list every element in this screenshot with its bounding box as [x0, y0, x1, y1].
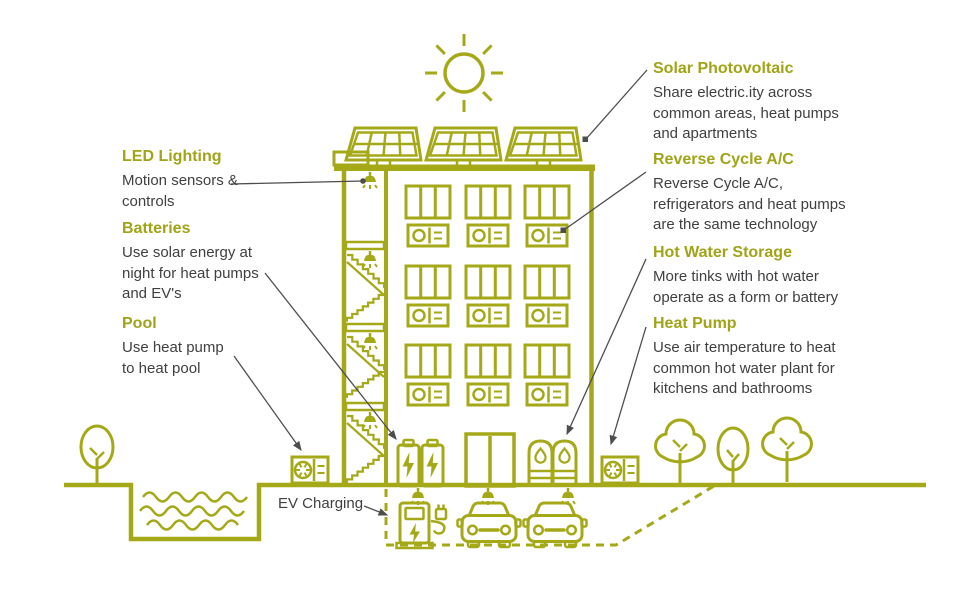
floor-slab — [344, 322, 386, 333]
leader-ev-charging — [363, 505, 389, 516]
callout-title: Hot Water Storage — [653, 244, 792, 261]
solar-panel-icon — [344, 126, 423, 169]
solar-panel-icon — [424, 126, 503, 169]
leader-pool — [233, 355, 302, 452]
callout-title: LED Lighting — [122, 148, 222, 165]
callout-body: Reverse Cycle A/C, refrigerators and hea… — [653, 175, 846, 233]
window-icon — [464, 264, 512, 300]
callout-title: EV Charging — [278, 495, 364, 512]
battery-icon — [420, 438, 445, 488]
callout-ev-charging: EV Charging — [278, 495, 363, 512]
tree-icon — [79, 424, 115, 484]
callout-body: Share electric.ity across common areas, … — [653, 84, 839, 142]
ac-unit-icon — [406, 303, 450, 328]
ground-line — [64, 482, 926, 542]
callout-hot-water-storage: Hot Water Storage More tinks with hot wa… — [653, 243, 883, 308]
stairs-icon — [345, 253, 386, 484]
leader-lines — [230, 69, 648, 516]
ac-unit-icon — [406, 223, 450, 248]
floor-slab — [344, 401, 386, 412]
ac-unit-icon — [525, 382, 569, 407]
solar-panel-icon — [504, 126, 583, 169]
leader-heat-pump — [609, 326, 647, 446]
leader-led-lighting — [230, 180, 364, 185]
ev-charger-icon — [395, 501, 448, 550]
window-icon — [464, 184, 512, 220]
ceiling-light-icon — [361, 331, 379, 352]
ceiling-light-icon — [361, 249, 379, 270]
callout-title: Heat Pump — [653, 315, 737, 332]
callout-body: Use heat pump to heat pool — [122, 339, 224, 377]
water-tank-icon — [551, 439, 578, 488]
callout-heat-pump: Heat Pump Use air temperature to heat co… — [653, 314, 883, 400]
window-icon — [523, 343, 571, 379]
sun-icon — [425, 34, 503, 112]
callout-title: Solar Photovoltaic — [653, 60, 794, 77]
ac-unit-icon — [406, 382, 450, 407]
callout-reverse-cycle-ac: Reverse Cycle A/C Reverse Cycle A/C, ref… — [653, 150, 883, 236]
callout-batteries: Batteries Use solar energy at night for … — [122, 219, 302, 305]
window-icon — [404, 184, 452, 220]
callout-body: More tinks with hot water operate as a f… — [653, 268, 839, 306]
leader-hot-water — [566, 258, 647, 436]
roof-slab — [334, 164, 595, 171]
water-tank-icon — [527, 439, 554, 488]
window-icon — [464, 343, 512, 379]
heat-pump-icon — [600, 455, 640, 485]
heat-pump-icon — [290, 455, 330, 485]
callout-body: Use air temperature to heat common hot w… — [653, 339, 836, 397]
elevator-doors-icon — [464, 432, 516, 488]
water-waves-icon — [138, 491, 249, 531]
callout-title: Pool — [122, 315, 157, 332]
ac-unit-icon — [525, 303, 569, 328]
tree-icon — [716, 426, 750, 484]
callout-led-lighting: LED Lighting Motion sensors & controls — [122, 147, 302, 212]
roof-parapet-box — [332, 150, 370, 167]
building — [332, 150, 595, 485]
ac-unit-icon — [466, 303, 510, 328]
callout-body: Motion sensors & controls — [122, 172, 238, 210]
leader-reverse-cycle — [563, 171, 647, 231]
ac-unit-icon — [466, 382, 510, 407]
callout-title: Batteries — [122, 220, 191, 237]
ceiling-light-icon — [361, 410, 379, 431]
callout-title: Reverse Cycle A/C — [653, 151, 794, 168]
ac-unit-icon — [466, 223, 510, 248]
window-icon — [523, 264, 571, 300]
callout-solar-photovoltaic: Solar Photovoltaic Share electric.ity ac… — [653, 59, 883, 145]
tree-icon — [761, 416, 813, 484]
car-icon — [455, 501, 523, 549]
callout-pool: Pool Use heat pump to heat pool — [122, 314, 302, 379]
window-icon — [523, 184, 571, 220]
tree-icon — [654, 418, 706, 486]
window-icon — [404, 343, 452, 379]
leader-batteries — [264, 272, 397, 441]
window-icon — [404, 264, 452, 300]
floor-slab — [344, 240, 386, 251]
car-icon — [521, 501, 589, 549]
callout-body: Use solar energy at night for heat pumps… — [122, 244, 259, 302]
leader-solar — [585, 69, 648, 140]
basement-outline — [384, 484, 715, 547]
battery-icon — [396, 438, 421, 488]
